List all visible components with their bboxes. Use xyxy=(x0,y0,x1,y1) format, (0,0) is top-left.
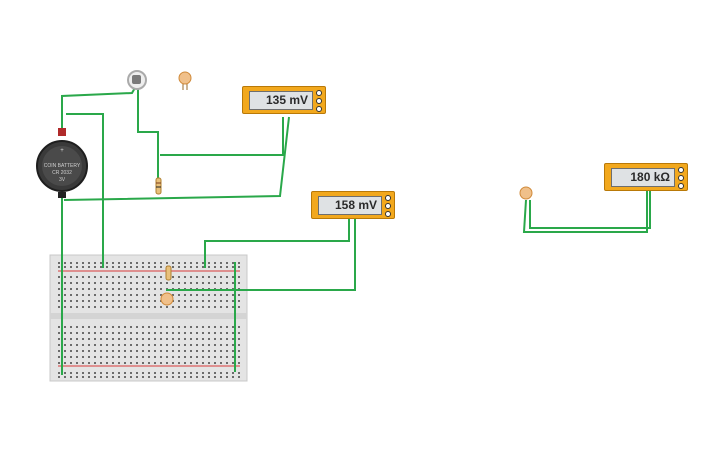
multimeter-3[interactable]: 180 kΩ xyxy=(604,163,688,191)
resistor-breadboard[interactable] xyxy=(165,265,172,281)
photoresistor[interactable] xyxy=(178,71,192,90)
coin-battery[interactable]: + COIN BATTERY CR 2032 3V xyxy=(36,128,88,198)
knob-icon[interactable] xyxy=(678,175,684,181)
knob-icon[interactable] xyxy=(385,195,391,201)
knob-icon[interactable] xyxy=(678,183,684,189)
multimeter-2-display: 158 mV xyxy=(318,196,382,215)
knob-icon[interactable] xyxy=(678,167,684,173)
svg-text:+: + xyxy=(60,148,64,154)
battery-label-line2: CR 2032 xyxy=(52,170,72,176)
photoresistor-breadboard[interactable] xyxy=(160,292,174,306)
resistor[interactable] xyxy=(155,177,162,195)
battery-label-line1: COIN BATTERY xyxy=(44,163,81,169)
multimeter-1-display: 135 mV xyxy=(249,91,313,110)
photoresistor-2[interactable] xyxy=(519,186,533,200)
photodiode[interactable] xyxy=(127,70,147,90)
breadboard[interactable] xyxy=(49,254,248,382)
multimeter-3-display: 180 kΩ xyxy=(611,168,675,187)
knob-icon[interactable] xyxy=(385,211,391,217)
knob-icon[interactable] xyxy=(316,98,322,104)
multimeter-2[interactable]: 158 mV xyxy=(311,191,395,219)
knob-icon[interactable] xyxy=(316,106,322,112)
battery-label-line3: 3V xyxy=(59,177,66,183)
wires[interactable] xyxy=(61,85,651,375)
knob-icon[interactable] xyxy=(385,203,391,209)
knob-icon[interactable] xyxy=(316,90,322,96)
multimeter-1[interactable]: 135 mV xyxy=(242,86,326,114)
